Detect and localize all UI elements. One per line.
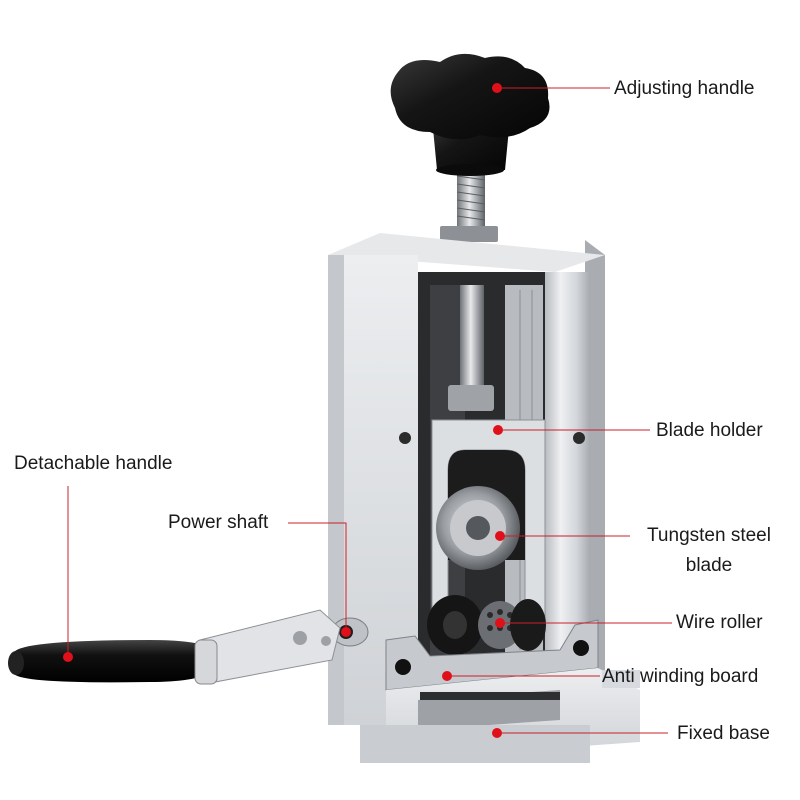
- label-power-shaft: Power shaft: [168, 512, 269, 533]
- label-wire-roller: Wire roller: [676, 612, 763, 633]
- callout-dots: [63, 83, 505, 738]
- callout-line-power-shaft: [288, 522, 347, 632]
- callout-dot-power-shaft: [341, 627, 351, 637]
- callout-dot-blade-holder: [493, 425, 503, 435]
- label-detachable-handle: Detachable handle: [14, 453, 173, 474]
- label-tungsten-line1: Tungsten steel: [647, 525, 771, 546]
- label-blade-holder: Blade holder: [656, 420, 763, 441]
- label-fixed-base: Fixed base: [677, 723, 770, 744]
- callout-lines: [67, 87, 672, 734]
- adjusting-handle-part: [390, 53, 550, 242]
- callout-dot-anti-winding: [442, 671, 452, 681]
- callout-dot-fixed-base: [492, 728, 502, 738]
- label-tungsten-steel-blade: Tungsten steel blade: [634, 524, 784, 578]
- wire-roller-part: [427, 595, 546, 655]
- tungsten-blade-part: [436, 486, 520, 570]
- fixed-base-part: [360, 668, 640, 763]
- label-tungsten-line2: blade: [685, 555, 733, 576]
- callout-dot-detachable: [63, 652, 73, 662]
- label-adjusting-handle: Adjusting handle: [614, 78, 755, 99]
- label-anti-winding-board: Anti winding board: [602, 666, 759, 687]
- callout-dot-wire-roller: [495, 618, 505, 628]
- detachable-handle-part: [8, 639, 218, 685]
- callout-dot-adjusting: [492, 83, 502, 93]
- callout-dot-tungsten: [495, 531, 505, 541]
